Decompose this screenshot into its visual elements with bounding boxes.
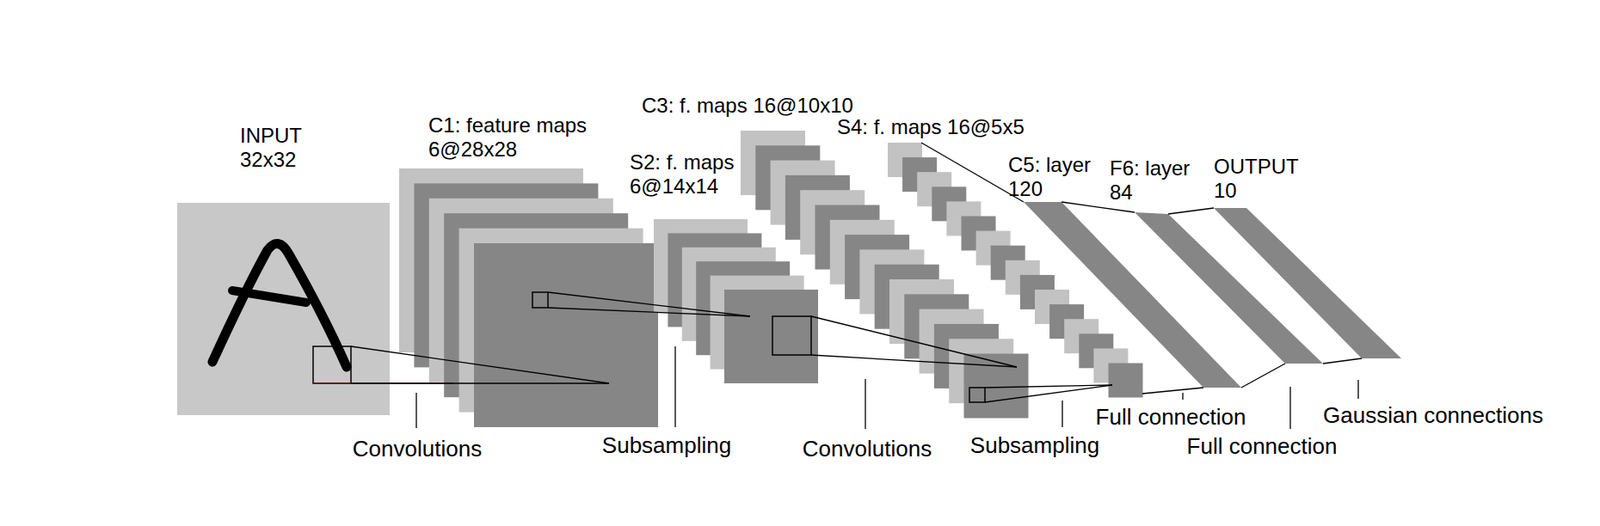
node-shape (399, 168, 659, 429)
projection-connector (1168, 208, 1362, 364)
feature-map-stack: C1: feature maps 6@28x28 (399, 168, 659, 429)
layer-heading: S4: f. maps 16@5x5 (836, 115, 1025, 140)
node-shape (1213, 208, 1402, 359)
layer-heading: F6: layer 84 (1109, 156, 1203, 205)
layer-band-shape (1023, 202, 1242, 388)
layer-heading: OUTPUT 10 (1213, 154, 1311, 204)
operation-label: Convolutions (802, 436, 932, 462)
projection-connector (547, 292, 751, 317)
layer-heading: INPUT 32x32 (240, 123, 327, 173)
leader-line (1181, 393, 1183, 400)
operation-label: Subsampling (602, 432, 732, 459)
receptive-window (772, 316, 812, 356)
connector-line (921, 142, 1024, 203)
leader-line (415, 393, 417, 429)
connector-line (350, 382, 610, 384)
node-shape (740, 130, 1029, 415)
node-shape (1023, 202, 1242, 388)
receptive-window (313, 346, 351, 384)
operation-label: Subsampling (970, 432, 1100, 459)
connector-line (811, 355, 1017, 368)
feature-map (724, 289, 819, 384)
connector-line (984, 385, 1113, 403)
projection-connector (921, 142, 1204, 394)
connector-line (1061, 202, 1135, 213)
feature-map-stack: S2: f. maps 6@14x14 (653, 219, 819, 385)
feature-map (473, 243, 659, 428)
operation-label: Gaussian connections (1323, 402, 1544, 429)
layer-band-shape (1213, 208, 1402, 359)
operation-label: Full connection (1187, 433, 1338, 460)
handwritten-letter (232, 290, 307, 303)
connector-line (350, 346, 610, 384)
layer-heading: S2: f. maps 6@14x14 (629, 150, 759, 199)
leader-line (864, 379, 866, 430)
feature-map (1108, 363, 1144, 399)
leader-line (1061, 400, 1063, 428)
leader-line (1357, 380, 1359, 400)
layer-band: OUTPUT 10 (1213, 208, 1402, 359)
layer-heading: C3: f. maps 16@10x10 (641, 93, 854, 118)
projection-connector (984, 385, 1113, 403)
layer-band: C5: layer 120 (1023, 202, 1242, 388)
feature-map-stack: C3: f. maps 16@10x10 (740, 130, 1029, 415)
leader-line (1289, 387, 1291, 430)
node-shape (653, 219, 819, 385)
handwritten-letter (212, 244, 347, 368)
operation-label: Convolutions (352, 436, 482, 462)
layer-heading: C1: feature maps 6@28x28 (428, 113, 614, 162)
connector-line (1323, 358, 1362, 364)
projection-connector (350, 346, 610, 384)
receptive-window (969, 387, 985, 403)
operation-label: Full connection (1095, 404, 1247, 431)
connector-line (1168, 208, 1214, 215)
connector-line (1241, 363, 1286, 388)
layer-heading: C5: layer 120 (1008, 153, 1108, 202)
leader-line (674, 346, 676, 428)
connector-line (811, 316, 1017, 368)
feature-map (964, 354, 1029, 419)
projection-connector (811, 316, 1017, 368)
connector-line (547, 307, 751, 317)
projection-connector (1061, 202, 1286, 388)
receptive-window (532, 292, 548, 308)
connector-line (1142, 387, 1204, 394)
connector-line (547, 292, 751, 317)
